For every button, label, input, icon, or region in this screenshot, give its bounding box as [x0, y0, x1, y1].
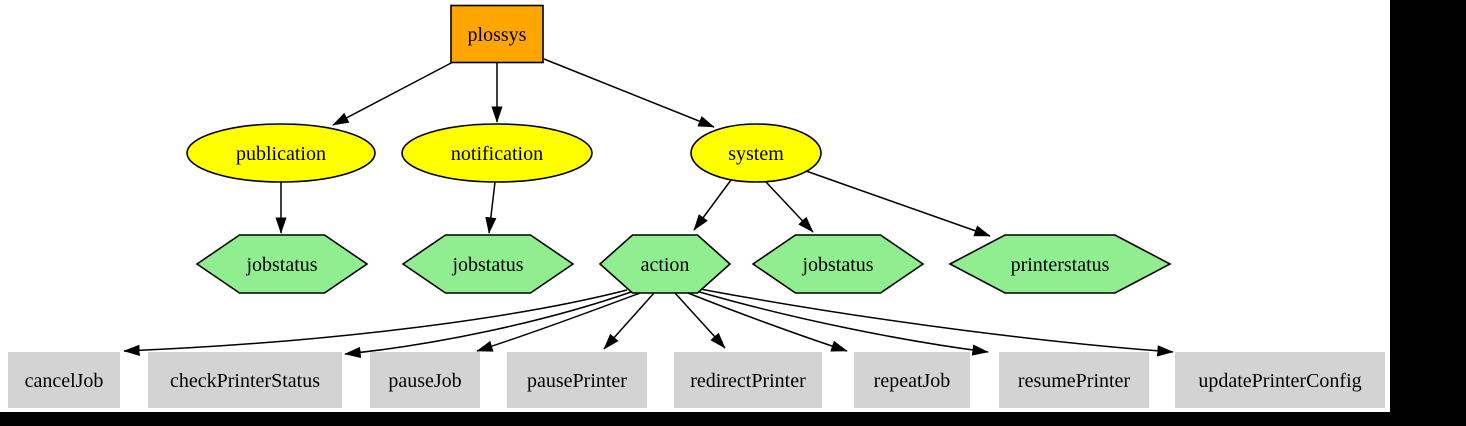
- node-system: system: [690, 123, 822, 183]
- publication-label: publication: [236, 143, 326, 165]
- node-action: action: [598, 234, 732, 294]
- cancelJob-shape: [8, 352, 120, 408]
- node-jobstatus-publication: jobstatus: [195, 234, 369, 294]
- checkPrinterStatus-shape: [148, 352, 342, 408]
- checkPrinterStatus-label: checkPrinterStatus: [170, 370, 320, 392]
- action-shape: [598, 234, 732, 294]
- system-label: system: [728, 143, 784, 165]
- node-publication: publication: [186, 123, 376, 183]
- system-shape: [690, 123, 822, 183]
- edge-action-to-pauseJob: [476, 292, 641, 352]
- pausePrinter-label: pausePrinter: [527, 370, 627, 392]
- node-printerstatus: printerstatus: [948, 234, 1172, 294]
- letterbox-bottom: [0, 412, 1466, 426]
- pauseJob-label: pauseJob: [388, 370, 461, 392]
- jobstatus-notification-shape: [401, 234, 575, 294]
- node-updatePrinterConfig: updatePrinterConfig: [1175, 352, 1385, 408]
- edge-notification-to-jobstatus-notification: [485, 181, 497, 234]
- edge-plossys-to-system: [543, 58, 715, 128]
- updatePrinterConfig-shape: [1175, 352, 1385, 408]
- node-cancelJob: cancelJob: [8, 352, 120, 408]
- node-checkPrinterStatus: checkPrinterStatus: [148, 352, 342, 408]
- node-jobstatus-system: jobstatus: [751, 234, 925, 294]
- resumePrinter-label: resumePrinter: [1018, 370, 1131, 392]
- node-resumePrinter: resumePrinter: [999, 352, 1149, 408]
- jobstatus-system-label: jobstatus: [801, 254, 873, 276]
- edge-plossys-to-publication: [332, 61, 454, 126]
- node-plossys: plossys: [450, 4, 544, 64]
- cancelJob-label: cancelJob: [25, 370, 104, 392]
- edge-action-to-cancelJob: [123, 289, 628, 356]
- printerstatus-label: printerstatus: [1011, 254, 1110, 276]
- jobstatus-notification-label: jobstatus: [451, 254, 523, 276]
- repeatJob-label: repeatJob: [874, 370, 951, 392]
- jobstatus-publication-label: jobstatus: [245, 254, 317, 276]
- edge-system-to-action: [693, 179, 732, 231]
- edge-action-to-checkPrinterStatus: [344, 291, 632, 359]
- publication-shape: [186, 123, 376, 183]
- node-pausePrinter: pausePrinter: [507, 352, 647, 408]
- edge-system-to-jobstatus-system: [765, 181, 814, 233]
- edge-action-to-redirectPrinter: [674, 292, 726, 349]
- edge-action-to-repeatJob: [687, 292, 848, 352]
- redirectPrinter-shape: [674, 352, 822, 408]
- resumePrinter-shape: [999, 352, 1149, 408]
- letterbox-right: [1390, 0, 1466, 426]
- edge-system-to-printerstatus: [805, 170, 991, 237]
- plossys-label: plossys: [468, 24, 527, 46]
- diagram-canvas: plossys publication notification system jobs…: [0, 0, 1390, 412]
- printerstatus-shape: [948, 234, 1172, 294]
- action-label: action: [641, 254, 690, 276]
- edge-action-to-resumePrinter: [695, 290, 989, 356]
- jobstatus-system-shape: [751, 234, 925, 294]
- notification-shape: [401, 123, 593, 183]
- edge-action-to-pausePrinter: [603, 292, 655, 350]
- redirectPrinter-label: redirectPrinter: [690, 370, 806, 392]
- node-repeatJob: repeatJob: [854, 352, 970, 408]
- jobstatus-publication-shape: [195, 234, 369, 294]
- hierarchy-graph: plossys publication notification system jobs…: [8, 4, 1385, 408]
- notification-label: notification: [451, 143, 543, 165]
- repeatJob-shape: [854, 352, 970, 408]
- updatePrinterConfig-label: updatePrinterConfig: [1198, 370, 1361, 392]
- node-notification: notification: [401, 123, 593, 183]
- node-jobstatus-notification: jobstatus: [401, 234, 575, 294]
- node-pauseJob: pauseJob: [370, 352, 480, 408]
- pauseJob-shape: [370, 352, 480, 408]
- edge-action-to-updatePrinterConfig: [699, 288, 1174, 357]
- pausePrinter-shape: [507, 352, 647, 408]
- plossys-shape: [450, 4, 544, 64]
- node-redirectPrinter: redirectPrinter: [674, 352, 822, 408]
